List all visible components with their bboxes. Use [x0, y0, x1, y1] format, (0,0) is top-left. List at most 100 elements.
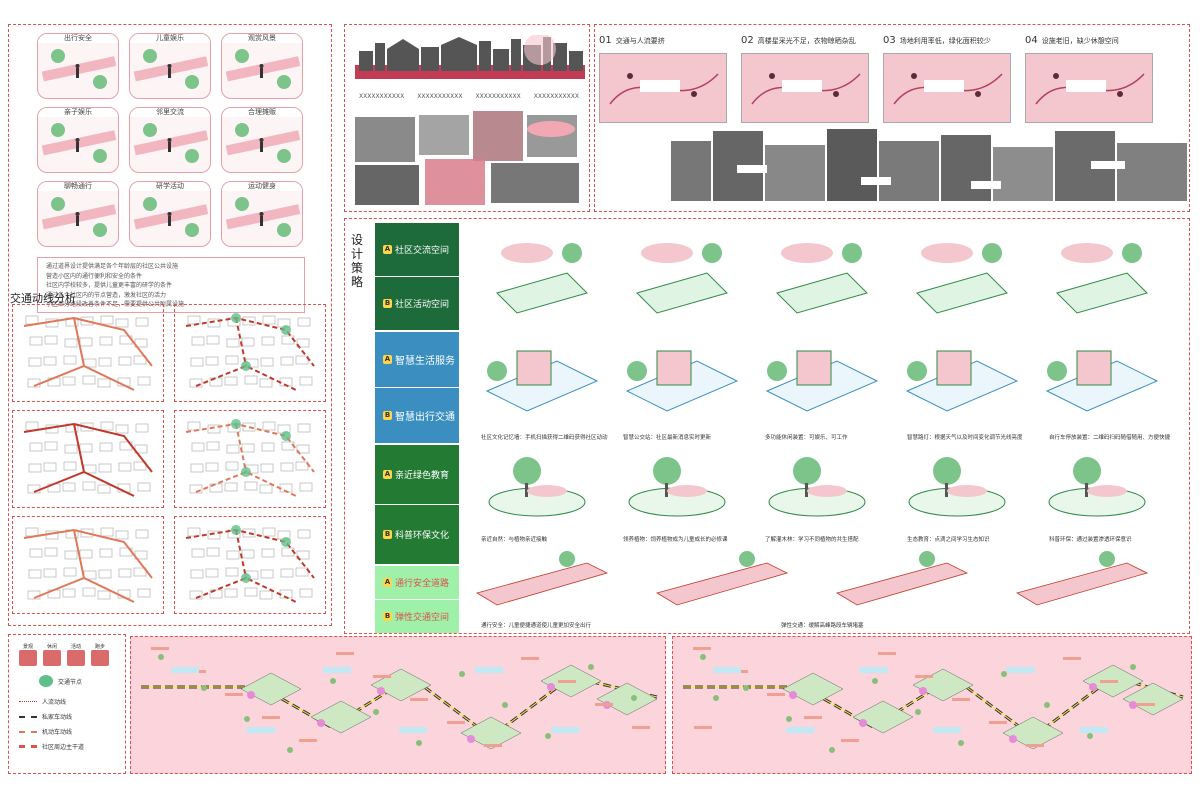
legend-panel: 景观 休闲 活动 跑步 交通节点人流动线私家车动线机动车动线社区周边主干道	[8, 634, 126, 774]
activity-tile: 合理摊贩	[221, 107, 303, 173]
strategy-label: 社区活动空间	[395, 300, 450, 310]
issue-number: 04	[1025, 35, 1038, 46]
photo-caption: XXXXXXXXXXX	[417, 93, 463, 100]
strategy-caption: 智慧公交站：社区最新消息实时更新	[623, 435, 712, 441]
strategy-badge: B	[383, 530, 392, 539]
traffic-map-card	[12, 304, 164, 402]
left-panel: 出行安全 儿童娱乐 观赏风景 亲子娱乐 邻里交流 合理摊贩 聊畅通行 研学活动 …	[8, 24, 332, 626]
strategy-label: 科普环保文化	[395, 531, 450, 541]
strategy-caption: 自行车停放装置：二维码扫码随借随用、方便快捷	[1049, 435, 1171, 441]
bottom-map-left	[130, 636, 666, 774]
strategy-title: 设计策略	[351, 233, 364, 289]
tile-label: 合理摊贩	[222, 108, 302, 117]
strategy-badge: A	[383, 578, 392, 587]
traffic-map-card	[174, 516, 326, 614]
traffic-map-card	[12, 410, 164, 508]
legend-icon: 景观	[19, 643, 37, 666]
strategy-caption: 多功能休闲装置：可娱乐、可工作	[765, 435, 848, 441]
activity-tile: 亲子娱乐	[37, 107, 119, 173]
people-photos	[355, 111, 579, 205]
strategy-caption: 弹性交通：缓解高峰路段车辆堵塞	[781, 623, 864, 629]
legend-icon-label: 休闲	[46, 644, 57, 650]
description-line: 通过道界设计提供满足各个年龄层的社区公共设施	[46, 263, 179, 270]
legend-item: 私家车动线	[19, 712, 84, 721]
legend-item-label: 交通节点	[58, 678, 83, 686]
tile-label: 亲子娱乐	[38, 108, 118, 117]
photo-caption: XXXXXXXXXXX	[359, 93, 405, 100]
tile-label: 出行安全	[38, 34, 118, 43]
legend-icon: 活动	[67, 643, 85, 666]
activity-tile: 运动健身	[221, 181, 303, 247]
traffic-map-card	[174, 304, 326, 402]
strategy-caption: 生态教育：点滴之间学习生态知识	[907, 537, 990, 543]
legend-item: 人流动线	[19, 697, 84, 706]
legend-item-label: 社区周边主干道	[42, 744, 85, 751]
strategy-caption: 领养植物：饲养植物成为儿童成长的必修课	[623, 537, 728, 543]
strategy-badge: B	[383, 299, 392, 308]
tile-label: 研学活动	[130, 182, 210, 191]
strategy-badge: B	[383, 411, 392, 420]
activity-tile: 邻里交流	[129, 107, 211, 173]
description-line: 通过各个社区内的节点营造，激发社区的活力	[46, 291, 167, 299]
issue-title: 高楼星采光不足，衣物晾晒杂乱	[757, 37, 856, 45]
tile-label: 运动健身	[222, 182, 302, 191]
traffic-title: 交通动线分析	[10, 292, 76, 305]
issue-map	[1025, 53, 1153, 123]
issue-number: 03	[883, 35, 896, 46]
legend-icon: 休闲	[43, 643, 61, 666]
tile-label: 邻里交流	[130, 108, 210, 117]
bottom-map-right	[672, 636, 1192, 774]
strategy-caption: 科普环保：通过装置渗透环保意识	[1049, 537, 1132, 543]
legend-item-label: 机动车动线	[42, 729, 73, 736]
issue-number: 02	[741, 35, 754, 46]
photo-panel: XXXXXXXXXXX XXXXXXXXXXX XXXXXXXXXXX XXXXXXX…	[344, 24, 590, 212]
issue-map	[883, 53, 1011, 123]
strategy-label: 亲近绿色教育	[395, 471, 450, 481]
street-skyline	[355, 35, 585, 79]
issue-title: 场地利用率低，绿化面积较少	[899, 37, 991, 45]
strategy-caption: 智慧路灯：根据天气以及时间变化调节光线亮度	[907, 435, 1023, 441]
traffic-map-card	[174, 410, 326, 508]
strategy-caption: 亲近自然：与植物亲近接触	[481, 537, 548, 543]
strategy-badge: A	[383, 355, 392, 364]
issue-map	[741, 53, 869, 123]
legend-item: 社区周边主干道	[19, 742, 84, 751]
strategy-illustrations	[475, 243, 1159, 606]
strategy-badge: A	[383, 245, 392, 254]
strategy-label: 弹性交通空间	[395, 613, 450, 623]
issue-title: 设施老旧，缺少休憩空间	[1041, 37, 1119, 45]
strategy-caption: 了解灌木林：学习不同植物的共生搭配	[765, 537, 859, 543]
strategy-badge: A	[383, 470, 392, 479]
photo-caption: XXXXXXXXXXX	[533, 93, 579, 100]
legend-item: 机动车动线	[19, 727, 84, 736]
activity-tile: 聊畅通行	[37, 181, 119, 247]
strategy-label: 智慧出行交通	[395, 412, 455, 423]
description-line: 营造小区内的通行便利和安全的条件	[46, 272, 143, 280]
photo-caption: XXXXXXXXXXX	[475, 93, 521, 100]
activity-tile: 观赏风景	[221, 33, 303, 99]
legend-item-label: 人流动线	[42, 699, 67, 706]
strategy-label: 社区交流空间	[395, 246, 450, 256]
issue-title: 交通与人流要挤	[615, 37, 665, 45]
activity-tile: 儿童娱乐	[129, 33, 211, 99]
strategy-caption: 社区文化记忆墙：手机扫描获得二维码获得社区动动	[481, 435, 608, 441]
legend-icon-label: 跑步	[94, 644, 105, 650]
tile-label: 观赏风景	[222, 34, 302, 43]
tile-label: 聊畅通行	[38, 182, 118, 191]
strategy-label: 智慧生活服务	[395, 356, 455, 367]
issue-map	[599, 53, 727, 123]
strategy-badge: B	[383, 612, 392, 621]
activity-tile: 研学活动	[129, 181, 211, 247]
legend-icon: 跑步	[91, 643, 109, 666]
